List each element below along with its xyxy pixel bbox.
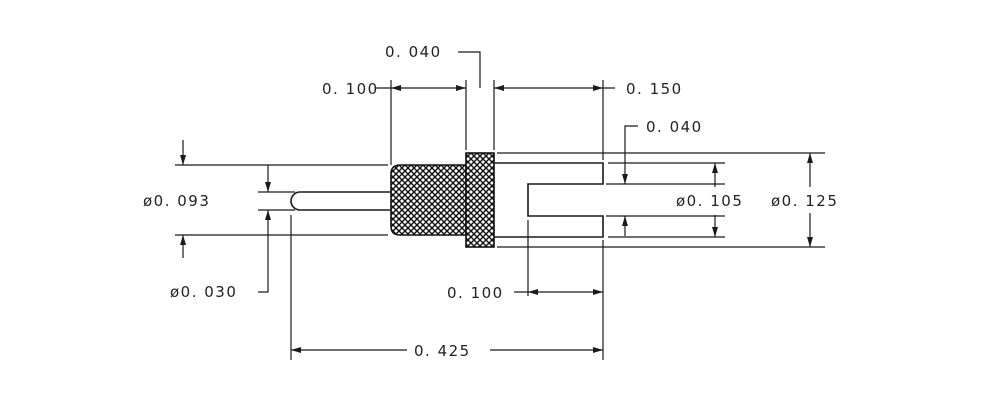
tip-pin — [290, 191, 391, 211]
dim-cup-length: 0. 150 — [626, 80, 683, 98]
dim-flange-thickness: 0. 040 — [385, 43, 442, 61]
dim-slot-width: 0. 040 — [646, 118, 703, 136]
dim-pin-body-dia: ø0. 093 — [143, 192, 210, 210]
knurled-body — [390, 164, 467, 236]
dim-slot-depth: 0. 100 — [447, 284, 504, 302]
dim-cup-outer-dia: ø0. 125 — [771, 192, 838, 210]
dimension-lines — [180, 51, 813, 353]
dim-overall-length: 0. 425 — [414, 342, 471, 360]
dim-knurl-length: 0. 100 — [322, 80, 379, 98]
flange-collar — [465, 152, 495, 248]
dim-cup-inner-dia: ø0. 105 — [676, 192, 743, 210]
solder-cup — [494, 162, 604, 238]
dimension-labels: 0. 040 0. 100 0. 150 0. 040 ø0. 093 ø0. … — [143, 43, 838, 360]
pin-part — [290, 152, 604, 248]
dim-tip-dia: ø0. 030 — [170, 283, 237, 301]
extension-lines — [175, 80, 825, 360]
